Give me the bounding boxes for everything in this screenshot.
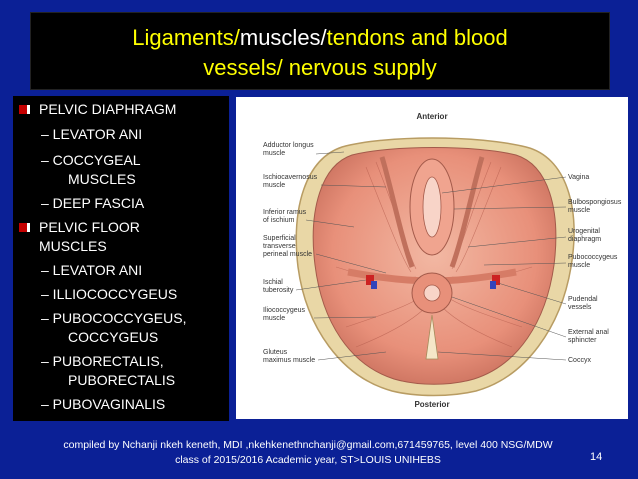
right-labels: Vagina Bulbospongiosus muscle Urogenital…	[568, 174, 622, 364]
title-part-muscles: muscles/	[239, 25, 327, 50]
left-leader-lines	[295, 151, 387, 361]
sub-item-coccygeal-cont: MUSCLES	[68, 171, 136, 187]
pudendal-vessel-right-blue	[490, 281, 496, 289]
sub-item-pubovaginalis: – PUBOVAGINALIS	[41, 396, 166, 412]
label-transverse: transverse	[263, 243, 296, 250]
label-sphincter: sphincter	[568, 337, 597, 344]
label-of-ischium: of ischium	[263, 217, 295, 224]
sub-item-coccygeus: COCCYGEUS	[68, 329, 159, 345]
label-superficial: Superficial	[263, 235, 296, 242]
bullet-pelvic-diaphragm: PELVIC DIAPHRAGM	[39, 101, 177, 117]
label-adductor-longus: Adductor longus	[263, 142, 314, 149]
label-vessels: vessels	[568, 304, 592, 311]
bullet-square-icon	[19, 105, 30, 114]
title-part-ligaments: Ligaments/	[132, 25, 240, 50]
pelvic-floor-illustration: Anterior Posterior	[263, 112, 622, 409]
label-perineal-muscle: perineal muscle	[263, 251, 312, 258]
pudendal-vessel-left	[366, 275, 374, 285]
label-bulbospongiosus: Bulbospongiosus	[568, 199, 622, 206]
sub-item-puborectalis-cont: PUBORECTALIS	[68, 372, 176, 388]
label-external-anal: External anal	[568, 329, 609, 336]
coccyx	[425, 314, 439, 360]
label-tuberosity: tuberosity	[263, 287, 294, 294]
label-vagina: Vagina	[568, 174, 589, 181]
label-bulbospongiosus-muscle: muscle	[568, 207, 590, 214]
title-line2: vessels/ nervous supply	[203, 55, 437, 80]
page-number: 14	[590, 451, 603, 463]
slide-title: Ligaments/muscles/tendons and blood vess…	[31, 23, 609, 83]
posterior-label: Posterior	[414, 400, 449, 409]
label-adductor-muscle: muscle	[263, 150, 285, 157]
label-pudendal: Pudendal	[568, 296, 598, 303]
label-ischial: Ischial	[263, 279, 283, 286]
label-diaphragm: diaphragm	[568, 236, 601, 243]
label-maximus-muscle: maximus muscle	[263, 357, 315, 364]
footer-credit: compiled by Nchanji nkeh keneth, MDI ,nk…	[30, 438, 586, 468]
ischiocavernosus-left	[379, 156, 415, 268]
sub-item-pubococcygeus: – PUBOCOCCYGEUS,	[41, 310, 187, 326]
footer-line1: compiled by Nchanji nkeh keneth, MDI ,nk…	[63, 439, 553, 451]
label-ischiocavernosus: Ischiocavernosus	[263, 174, 318, 181]
vagina-opening	[422, 176, 442, 238]
label-pubococcygeus-muscle: muscle	[568, 262, 590, 269]
label-iliococcygeus-muscle: muscle	[263, 315, 285, 322]
footer-line2: class of 2015/2016 Academic year, ST>LOU…	[175, 454, 441, 466]
sub-item-levator-ani-2: – LEVATOR ANI	[41, 262, 143, 278]
pudendal-vessel-right	[492, 275, 500, 285]
bullet-panel: PELVIC DIAPHRAGM – LEVATOR ANI – COCCYGE…	[13, 96, 229, 421]
sub-item-deep-fascia: – DEEP FASCIA	[41, 195, 145, 211]
ischiocavernosus-right	[449, 156, 485, 268]
bullet-square-icon	[19, 223, 30, 232]
label-urogenital: Urogenital	[568, 228, 600, 235]
label-coccyx: Coccyx	[568, 357, 591, 364]
title-box: Ligaments/muscles/tendons and blood vess…	[30, 12, 610, 90]
title-part-tendons: tendons and blood	[326, 25, 508, 50]
anterior-label: Anterior	[416, 112, 447, 121]
anus	[423, 284, 441, 302]
pelvic-floor-figure: Anterior Posterior	[236, 97, 628, 419]
pudendal-vessel-left-blue	[371, 281, 377, 289]
perineal-muscle-area	[312, 147, 557, 385]
sub-item-coccygeal: – COCCYGEAL	[41, 152, 141, 168]
bullet-pelvic-floor-cont: MUSCLES	[39, 238, 107, 254]
label-pubococcygeus: Pubococcygeus	[568, 254, 618, 261]
label-gluteus: Gluteus	[263, 349, 288, 356]
label-ischiocavernosus-muscle: muscle	[263, 182, 285, 189]
sub-item-levator-ani: – LEVATOR ANI	[41, 126, 143, 142]
right-leader-lines	[437, 176, 567, 361]
label-inferior-ramus: Inferior ramus	[263, 209, 307, 216]
sub-item-illiococcygeus: – ILLIOCOCCYGEUS	[41, 286, 178, 302]
label-iliococcygeus: Iliococcygeus	[263, 307, 306, 314]
left-labels: Adductor longus muscle Ischiocavernosus …	[263, 142, 318, 364]
sub-item-puborectalis: – PUBORECTALIS,	[41, 353, 164, 369]
bullet-pelvic-floor: PELVIC FLOOR	[39, 219, 140, 235]
